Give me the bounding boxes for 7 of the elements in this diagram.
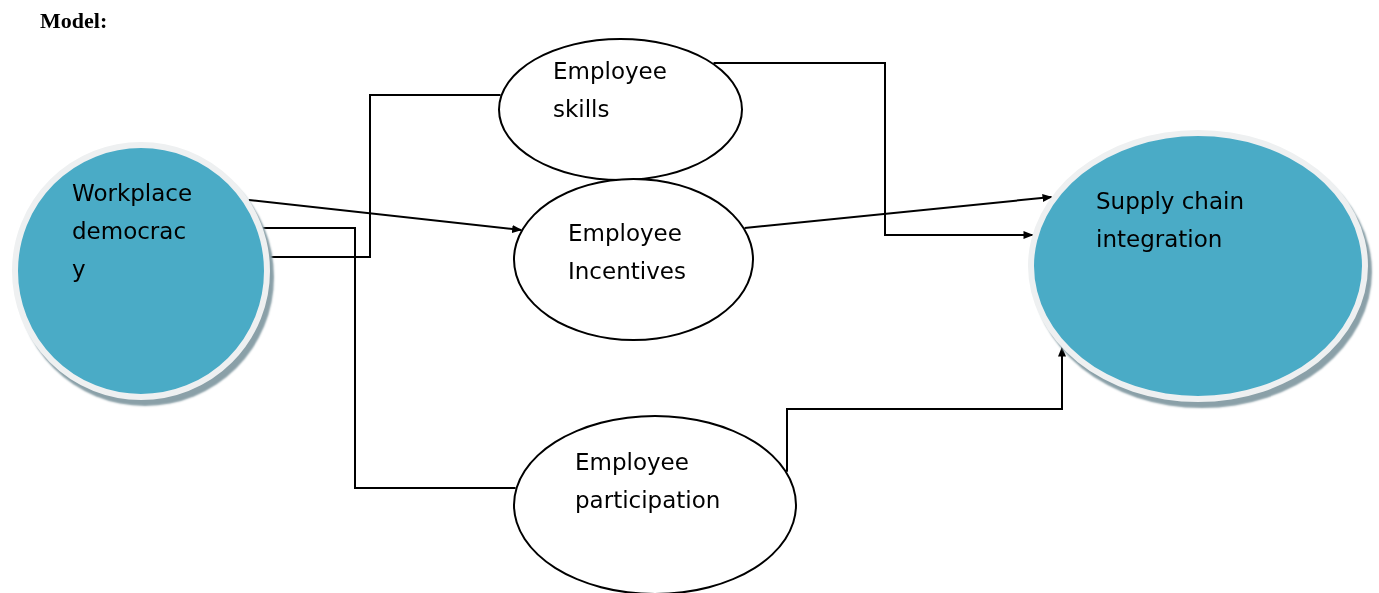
node-label: Employee skills <box>553 57 668 124</box>
connector-line <box>261 227 517 489</box>
node-label: Workplace democrac y <box>72 179 194 284</box>
node-label: Employee Incentives <box>568 219 687 286</box>
node-label: Employee participation <box>575 448 722 515</box>
node-label: Supply chain integration <box>1096 187 1245 254</box>
diagram-title: Model: <box>40 8 108 34</box>
